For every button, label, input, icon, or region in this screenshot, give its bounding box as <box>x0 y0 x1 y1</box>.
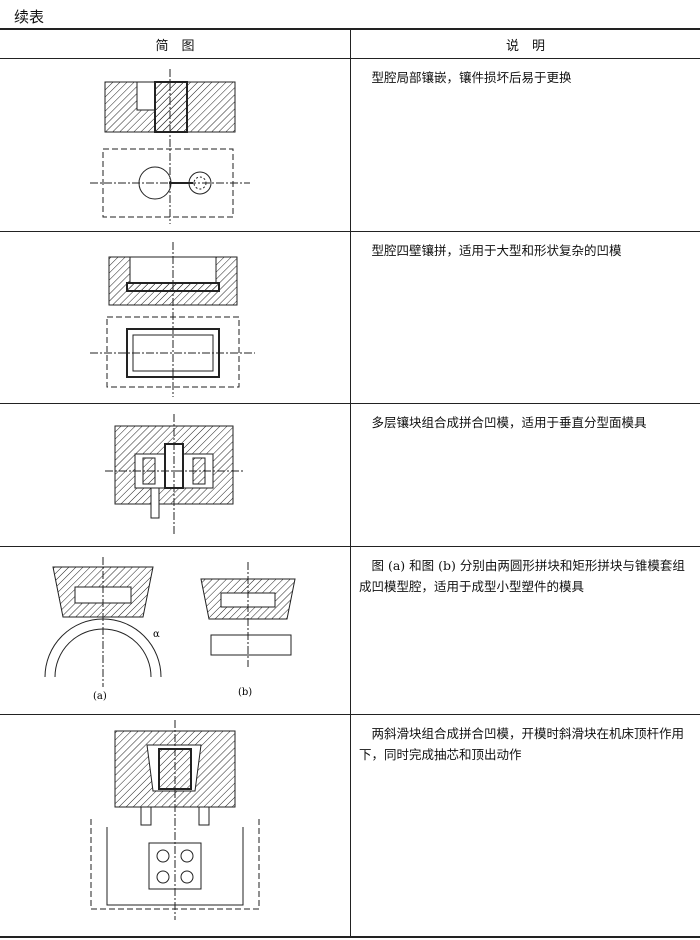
table-caption: 续表 <box>14 8 45 26</box>
figure-b-label: (b) <box>238 687 252 698</box>
table-header: 简 图 说 明 <box>0 28 700 59</box>
description-text: 两斜滑块组合成拼合凹模，开模时斜滑块在机床顶杆作用下，同时完成抽芯和顶出动作 <box>350 714 700 938</box>
table-row: 多层镶块组合成拼合凹模，适用于垂直分型面模具 <box>0 403 700 547</box>
figure-cone-sleeve: α (a) (b) <box>0 546 351 715</box>
figure-multilayer-insert <box>0 403 351 547</box>
table-row: 型腔局部镶嵌，镶件损坏后易于更换 <box>0 58 700 232</box>
description-text: 型腔局部镶嵌，镶件损坏后易于更换 <box>350 58 700 232</box>
figure-a-label: (a) <box>93 691 107 702</box>
table-row: 两斜滑块组合成拼合凹模，开模时斜滑块在机床顶杆作用下，同时完成抽芯和顶出动作 <box>0 714 700 938</box>
table-row: α (a) (b) 图 (a) 和图 (b) 分别由两圆形拼块和矩形拼块与锥模套… <box>0 546 700 715</box>
alpha-label: α <box>153 629 160 640</box>
description-text: 图 (a) 和图 (b) 分别由两圆形拼块和矩形拼块与锥模套组成凹模型腔，适用于… <box>350 546 700 715</box>
description-text: 型腔四壁镶拼，适用于大型和形状复杂的凹模 <box>350 231 700 404</box>
table-row: 型腔四壁镶拼，适用于大型和形状复杂的凹模 <box>0 231 700 404</box>
header-figure: 简 图 <box>0 28 351 59</box>
mold-table: 简 图 说 明 型腔局部镶嵌，镶件损坏后易于更换 <box>0 28 700 938</box>
figure-local-insert <box>0 58 351 232</box>
header-description: 说 明 <box>350 28 700 59</box>
description-text: 多层镶块组合成拼合凹模，适用于垂直分型面模具 <box>350 403 700 547</box>
figure-slider-insert <box>0 714 351 938</box>
figure-wall-insert <box>0 231 351 404</box>
